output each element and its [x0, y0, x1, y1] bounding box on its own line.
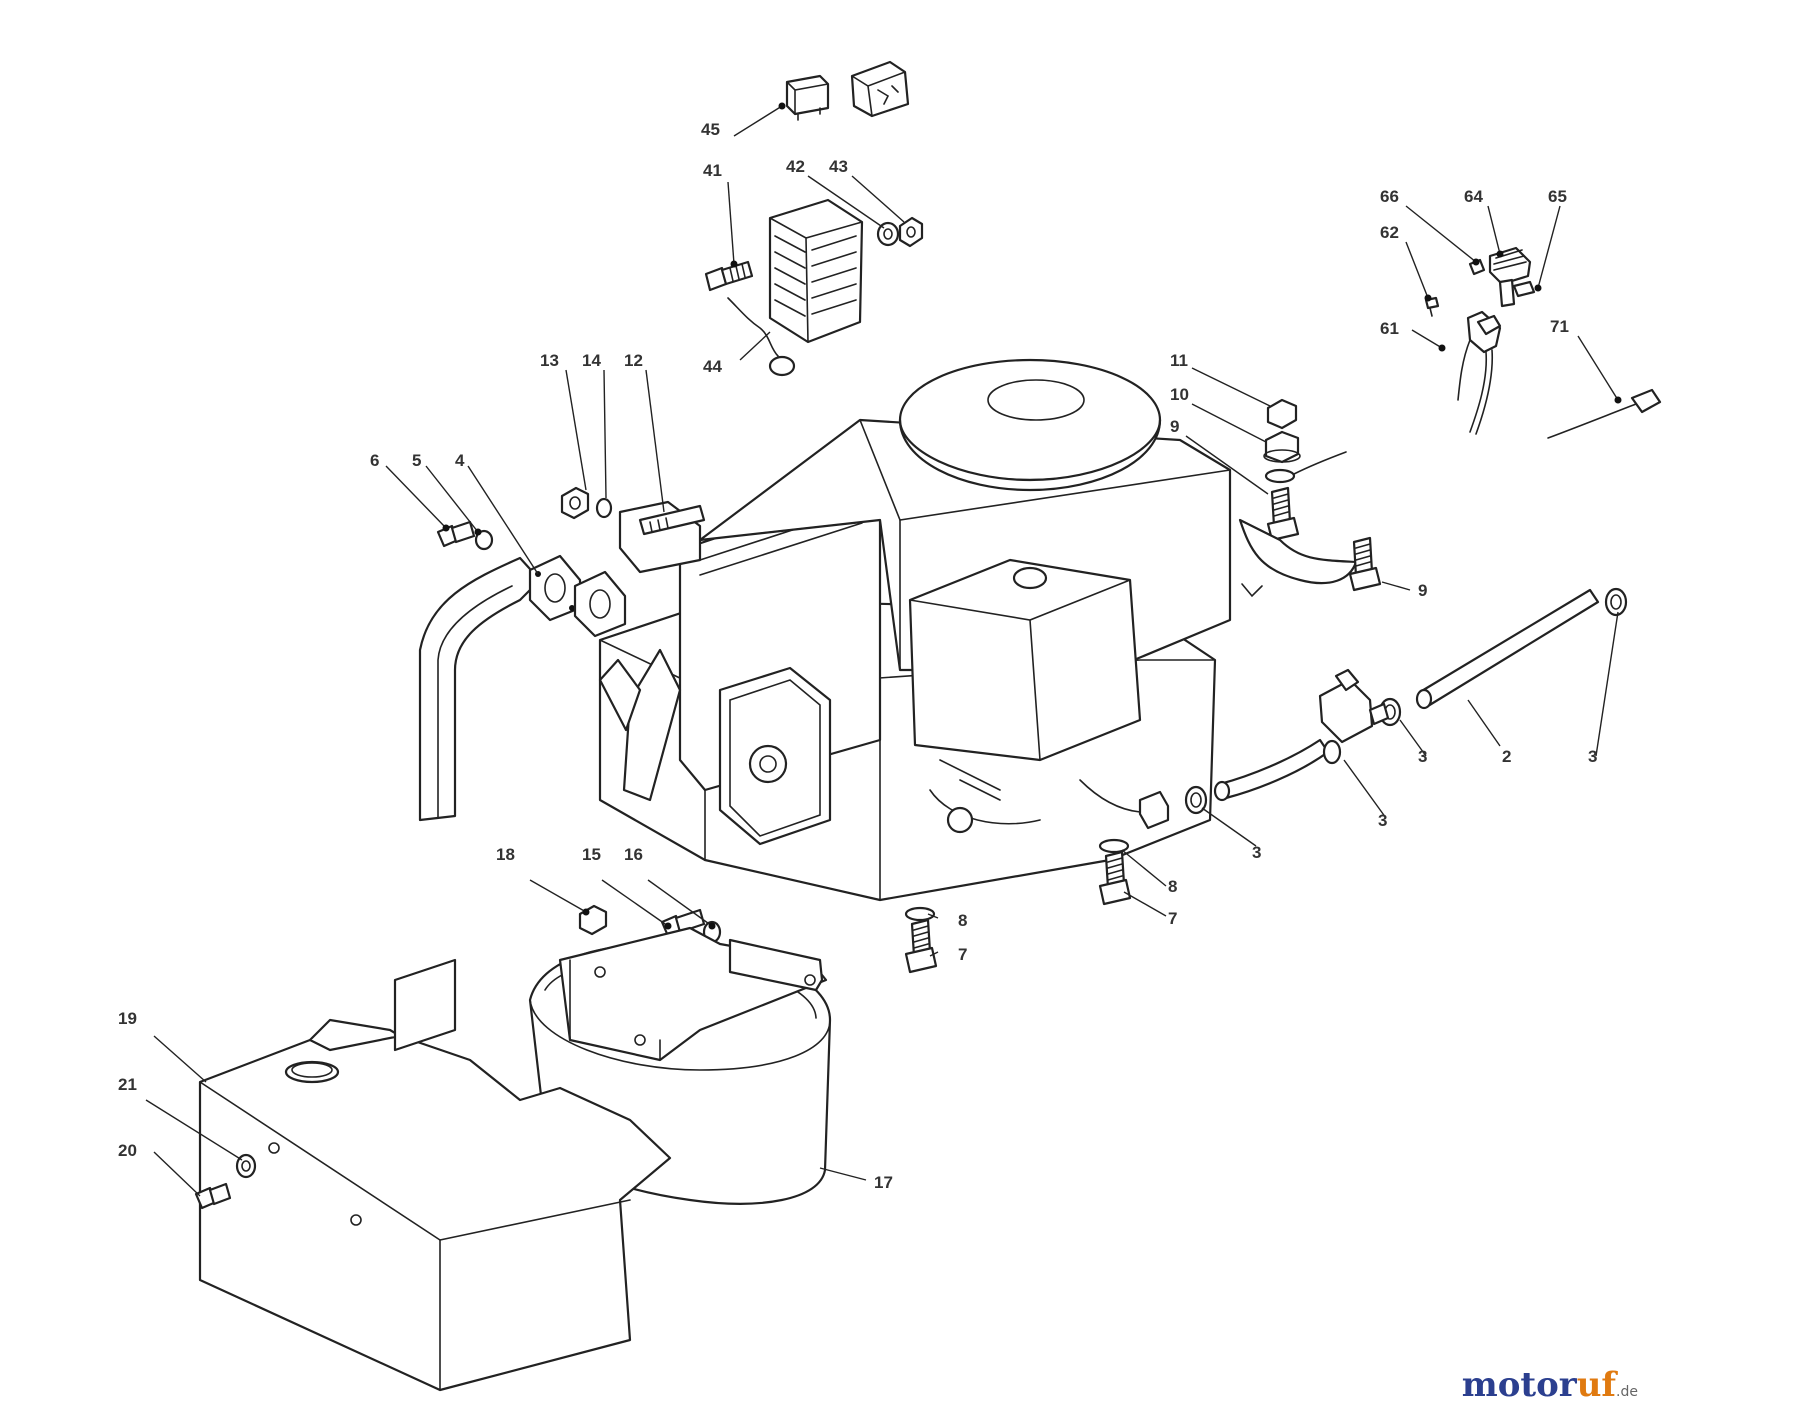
callout-labels: 45 41 42 43 44 66 64 65 62 61 71 13 14 1… [118, 120, 1597, 1192]
callout-15: 15 [582, 845, 601, 864]
callout-44: 44 [703, 357, 722, 376]
callout-3-c: 3 [1378, 811, 1387, 830]
nut-43 [898, 216, 924, 248]
fuel-tap [1318, 668, 1390, 744]
bolt-41 [704, 260, 754, 292]
callout-64: 64 [1464, 187, 1483, 206]
engine [598, 358, 1232, 902]
cable-clamp-64 [1488, 246, 1532, 308]
voltage-regulator-housing [850, 60, 910, 118]
fuel-hose-2 [1415, 588, 1600, 710]
callout-3-b: 3 [1588, 747, 1597, 766]
bolt-7-left [904, 918, 938, 974]
watermark-logo: motoruf.de [1462, 1365, 1638, 1405]
hose-clip-3-c [1184, 785, 1208, 815]
fuel-fitting [1079, 779, 1170, 830]
callout-17: 17 [874, 1173, 893, 1192]
heat-shield-19 [198, 958, 672, 1392]
callout-2: 2 [1502, 747, 1511, 766]
relay-45 [785, 74, 830, 121]
callout-19: 19 [118, 1009, 137, 1028]
leader-lines [145, 102, 1622, 1197]
callout-13: 13 [540, 351, 559, 370]
washer-5 [474, 529, 494, 551]
callout-4: 4 [455, 451, 465, 470]
callout-42: 42 [786, 157, 805, 176]
exhaust-pipe-4 [418, 556, 542, 822]
bolt-9-lower [1348, 536, 1382, 592]
washer-42 [876, 221, 900, 247]
fuel-hose-lower [1213, 738, 1330, 802]
bolt-20 [194, 1182, 232, 1210]
callout-66: 66 [1380, 187, 1399, 206]
bolt-7-right [1098, 850, 1132, 906]
callout-65: 65 [1548, 187, 1567, 206]
callout-3-a: 3 [1418, 747, 1427, 766]
washer-8-left [904, 906, 936, 922]
callout-9-lower: 9 [1418, 581, 1427, 600]
flange-gasket [528, 554, 582, 622]
callout-8-right: 8 [1168, 877, 1177, 896]
callout-41: 41 [703, 161, 722, 180]
callout-18: 18 [496, 845, 515, 864]
callout-11: 11 [1170, 351, 1188, 370]
callout-62: 62 [1380, 223, 1399, 242]
watermark-text: motoruf.de [1462, 1365, 1638, 1405]
callout-20: 20 [118, 1141, 137, 1160]
callout-16: 16 [624, 845, 643, 864]
callout-45: 45 [701, 120, 720, 139]
hose-clip-3-d [1322, 739, 1342, 765]
bolt-9-upper [1266, 486, 1300, 542]
callout-21: 21 [118, 1075, 137, 1094]
callout-71: 71 [1550, 317, 1569, 336]
callout-61: 61 [1380, 319, 1399, 338]
screw-65 [1512, 280, 1536, 298]
wire-terminal [1264, 451, 1347, 484]
callout-6: 6 [370, 451, 379, 470]
callout-43: 43 [829, 157, 848, 176]
washer-14 [595, 497, 613, 519]
callout-7-left: 7 [958, 945, 967, 964]
washer-8-right [1098, 838, 1130, 854]
flange-nut-10 [1263, 430, 1301, 464]
rectifier-heatsink [768, 198, 864, 344]
callout-3-d: 3 [1252, 843, 1261, 862]
callout-7-right: 7 [1168, 909, 1177, 928]
callout-14: 14 [582, 351, 601, 370]
ground-arrow [1238, 518, 1358, 598]
wire-44 [727, 297, 796, 377]
callout-10: 10 [1170, 385, 1189, 404]
callout-8-left: 8 [958, 911, 967, 930]
cable-71 [1547, 388, 1662, 439]
nut-11 [1266, 398, 1298, 430]
callout-9-upper: 9 [1170, 417, 1179, 436]
callout-5: 5 [412, 451, 421, 470]
hose-clip-3-b [1604, 587, 1628, 617]
choke-lever-61 [1457, 310, 1502, 435]
nut-13 [560, 486, 590, 520]
flange-gasket-2 [573, 570, 627, 638]
callout-12: 12 [624, 351, 643, 370]
